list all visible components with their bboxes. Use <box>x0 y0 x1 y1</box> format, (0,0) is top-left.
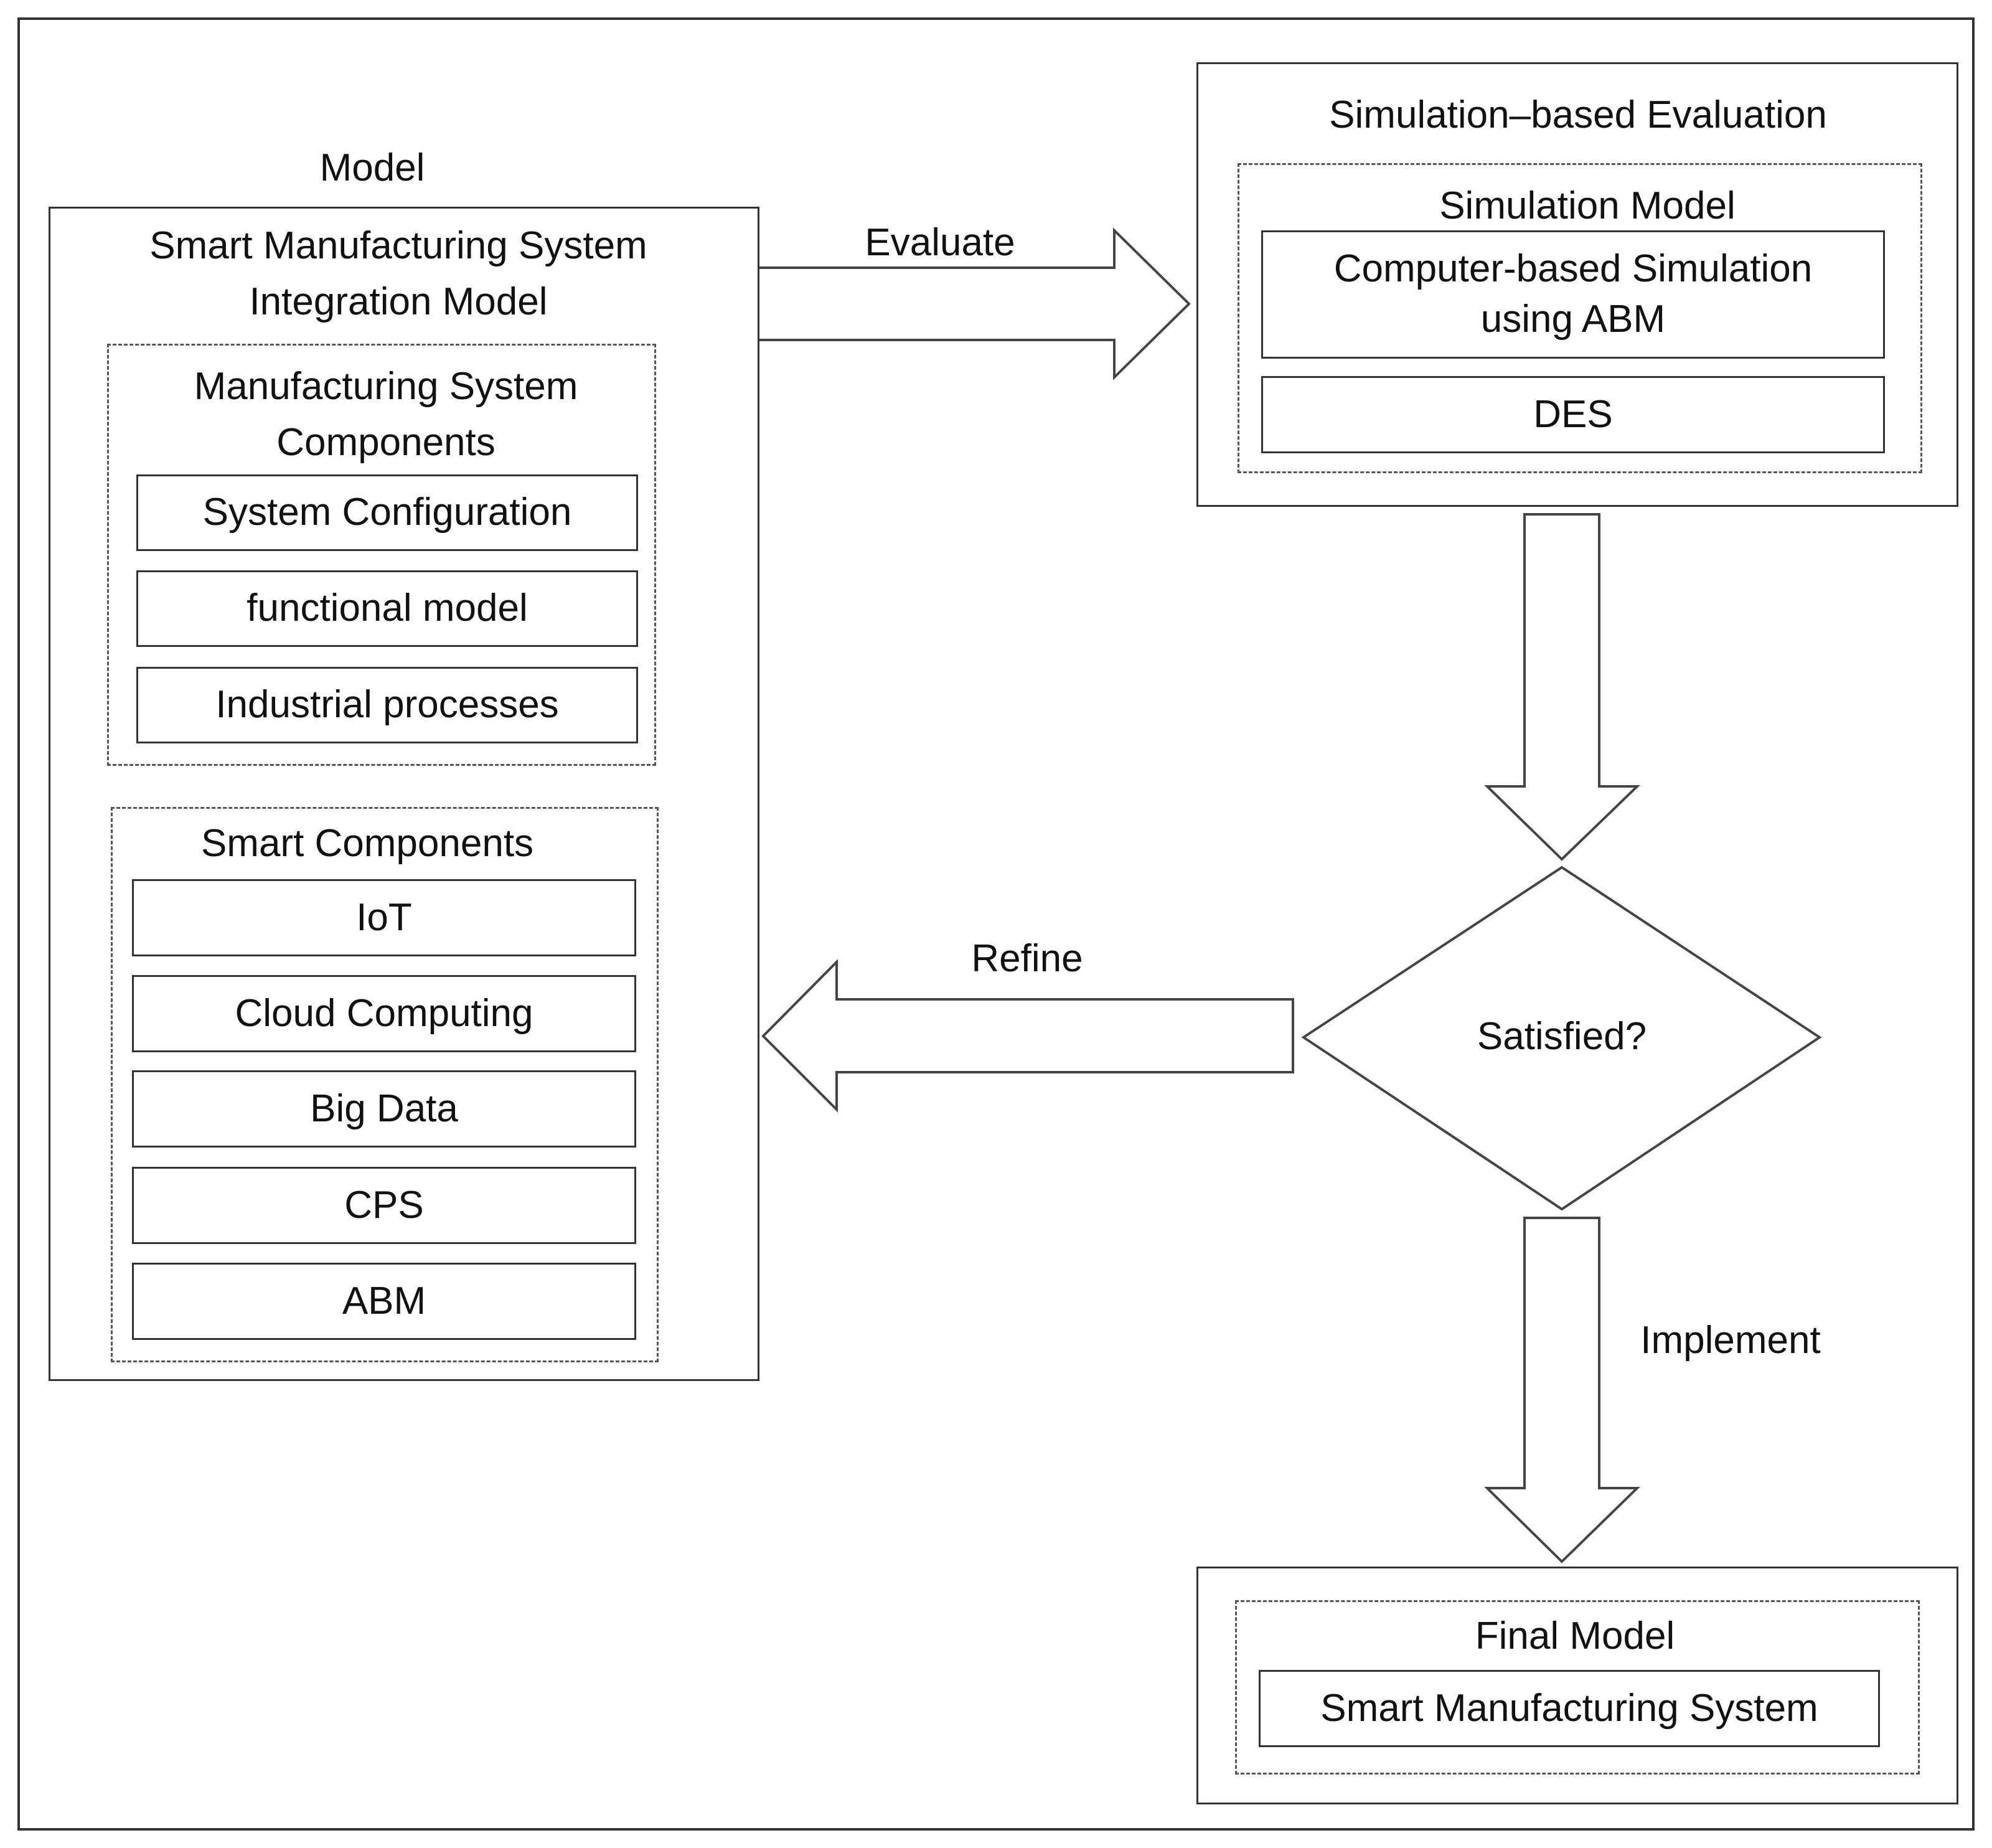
computer-simulation-abm-box: Computer-based Simulation using ABM <box>1261 230 1885 359</box>
system-configuration-box: System Configuration <box>136 474 638 551</box>
smart-manufacturing-system-box: Smart Manufacturing System <box>1259 1670 1880 1747</box>
manufacturing-components-title: Manufacturing System Components <box>194 365 578 464</box>
evaluate-label: Evaluate <box>865 221 1015 264</box>
functional-model-box: functional model <box>136 570 638 647</box>
decision-label: Satisfied? <box>1477 1015 1647 1058</box>
manufacturing-components-group <box>107 344 656 766</box>
smart-components-group <box>111 807 659 1362</box>
cps-box: CPS <box>132 1167 636 1244</box>
refine-arrow <box>761 959 1294 1113</box>
refine-label: Refine <box>971 937 1083 980</box>
evaluate-arrow <box>756 227 1191 380</box>
final-model-group <box>1235 1600 1920 1775</box>
industrial-processes-box: Industrial processes <box>136 667 638 743</box>
model-label: Model <box>319 146 425 189</box>
final-model-title: Final Model <box>1475 1615 1675 1657</box>
simulation-model-title: Simulation Model <box>1439 184 1736 227</box>
des-box: DES <box>1261 376 1885 453</box>
implement-arrow <box>1484 1217 1640 1563</box>
cloud-computing-box: Cloud Computing <box>132 975 636 1052</box>
big-data-box: Big Data <box>132 1070 636 1148</box>
abm-box: ABM <box>132 1263 636 1340</box>
integration-model-title: Smart Manufacturing System Integration M… <box>149 224 647 323</box>
implement-label: Implement <box>1640 1319 1821 1362</box>
simulation-model-group <box>1238 163 1922 473</box>
decision-diamond <box>1301 865 1822 1211</box>
simulation-evaluation-title: Simulation–based Evaluation <box>1329 93 1827 136</box>
smart-components-title: Smart Components <box>200 822 534 865</box>
down-arrow-to-decision <box>1484 513 1640 861</box>
iot-box: IoT <box>132 879 636 956</box>
